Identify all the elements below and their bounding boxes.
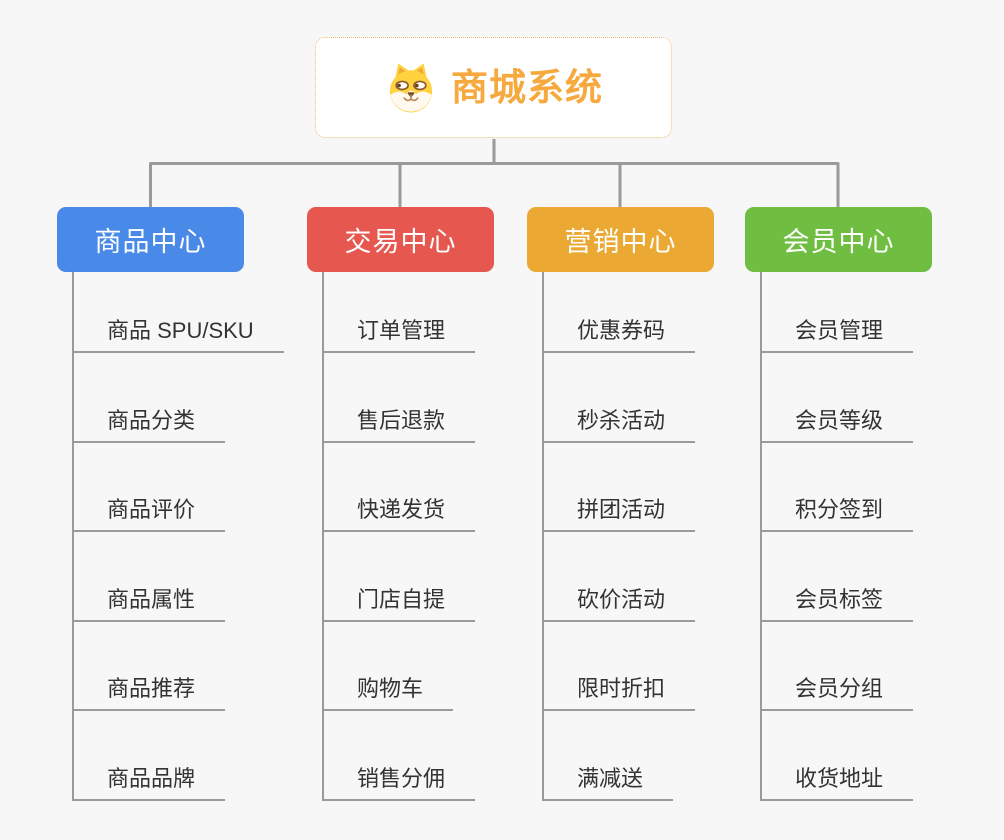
branch-header-marketing-center[interactable]: 营销中心 (527, 207, 714, 272)
tree-node[interactable]: 快递发货 (324, 443, 476, 532)
dog-icon (389, 63, 433, 112)
branch-children-marketing: 优惠券码 秒杀活动 拼团活动 砍价活动 限时折扣 满减送 (542, 272, 696, 801)
tree-node[interactable]: 会员等级 (762, 353, 914, 443)
tree-node[interactable]: 商品属性 (74, 532, 226, 622)
tree-node[interactable]: 收货地址 (762, 711, 914, 801)
tree-node[interactable]: 会员标签 (762, 532, 914, 622)
root-node[interactable]: 商城系统 (315, 37, 672, 138)
tree-node[interactable]: 积分签到 (762, 443, 914, 532)
branch-header-member-center[interactable]: 会员中心 (745, 207, 932, 272)
tree-node[interactable]: 秒杀活动 (544, 353, 696, 443)
tree-node[interactable]: 购物车 (324, 622, 454, 711)
branch-children-member: 会员管理 会员等级 积分签到 会员标签 会员分组 收货地址 (760, 272, 914, 801)
tree-node[interactable]: 售后退款 (324, 353, 476, 443)
branch-children-product: 商品 SPU/SKU 商品分类 商品评价 商品属性 商品推荐 商品品牌 (72, 272, 284, 801)
branch-header-trade-center[interactable]: 交易中心 (307, 207, 494, 272)
branch-children-trade: 订单管理 售后退款 快递发货 门店自提 购物车 销售分佣 (322, 272, 476, 801)
tree-node[interactable]: 商品分类 (74, 353, 226, 443)
tree-node[interactable]: 优惠券码 (544, 272, 696, 353)
tree-node[interactable]: 限时折扣 (544, 622, 696, 711)
tree-node[interactable]: 商品评价 (74, 443, 226, 532)
tree-node[interactable]: 满减送 (544, 711, 674, 801)
tree-node[interactable]: 拼团活动 (544, 443, 696, 532)
branch-header-product-center[interactable]: 商品中心 (57, 207, 244, 272)
tree-node[interactable]: 商品推荐 (74, 622, 226, 711)
tree-node[interactable]: 订单管理 (324, 272, 476, 353)
tree-node[interactable]: 销售分佣 (324, 711, 476, 801)
root-title: 商城系统 (451, 67, 603, 108)
tree-node[interactable]: 砍价活动 (544, 532, 696, 622)
tree-node[interactable]: 门店自提 (324, 532, 476, 622)
tree-node[interactable]: 商品品牌 (74, 711, 226, 801)
tree-node[interactable]: 会员分组 (762, 622, 914, 711)
tree-node[interactable]: 会员管理 (762, 272, 914, 353)
tree-node[interactable]: 商品 SPU/SKU (74, 272, 284, 353)
branch-bus-line (149, 162, 840, 208)
